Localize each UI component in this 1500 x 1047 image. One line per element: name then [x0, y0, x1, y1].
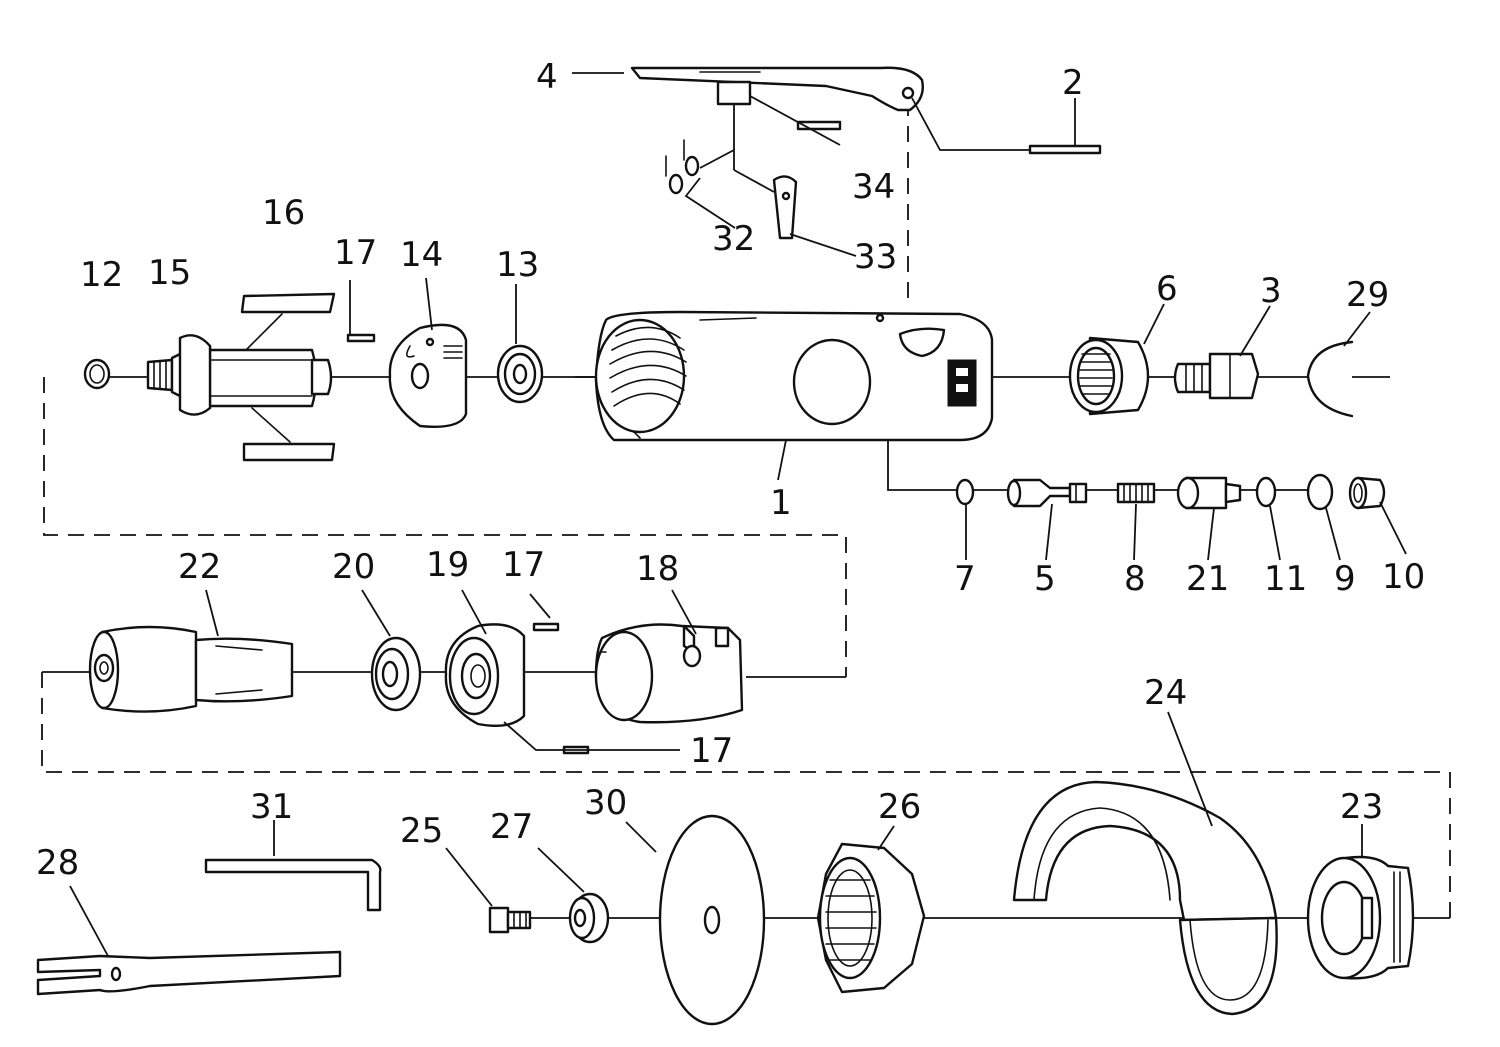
o-ring — [1255, 476, 1277, 508]
front-bearing — [370, 636, 422, 712]
label-23: 23 — [1340, 787, 1383, 827]
label-21: 21 — [1186, 559, 1229, 599]
motor-housing — [594, 310, 994, 442]
label-25: 25 — [400, 811, 443, 851]
label-14: 14 — [400, 235, 443, 275]
rotor — [146, 292, 336, 462]
rear-bearing — [496, 344, 544, 404]
cut-off-wheel — [658, 814, 766, 1026]
label-18: 18 — [636, 549, 679, 589]
label-17: 17 — [334, 233, 377, 273]
wheel-guard — [1012, 780, 1278, 1016]
trigger-lever — [630, 66, 924, 170]
label-27: 27 — [490, 807, 533, 847]
spanner-wrench — [36, 950, 342, 996]
filter-screen — [1306, 340, 1354, 418]
air-inlet-fitting — [1173, 352, 1260, 400]
label-17b: 17 — [502, 545, 545, 585]
label-5: 5 — [1034, 559, 1056, 599]
wheel-adapter — [1306, 855, 1415, 980]
label-15: 15 — [148, 253, 191, 293]
lock-nut — [816, 842, 926, 994]
label-13: 13 — [496, 245, 539, 285]
o-ring-large — [1306, 473, 1334, 511]
label-11: 11 — [1264, 559, 1307, 599]
rear-end-plate — [388, 323, 468, 428]
roll-pin — [346, 333, 376, 343]
valve-spring — [1116, 482, 1156, 504]
front-end-plate — [444, 623, 526, 727]
wheel-screw — [488, 906, 532, 934]
throttle-valve — [1006, 478, 1088, 508]
label-1: 1 — [770, 483, 792, 523]
label-19: 19 — [426, 545, 469, 585]
valve-cap — [1348, 476, 1386, 510]
label-7: 7 — [954, 559, 976, 599]
label-10: 10 — [1382, 557, 1425, 597]
inlet-bushing — [1068, 336, 1150, 416]
lever-pin — [1028, 144, 1102, 155]
o-ring-small — [955, 478, 975, 506]
label-29: 29 — [1346, 275, 1389, 315]
label-3: 3 — [1260, 271, 1282, 311]
label-20: 20 — [332, 547, 375, 587]
flange-washer — [568, 892, 610, 944]
label-28: 28 — [36, 843, 79, 883]
label-34: 34 — [852, 167, 895, 207]
safety-lock — [733, 169, 857, 257]
hex-key — [204, 858, 382, 912]
label-22: 22 — [178, 547, 221, 587]
label-33: 33 — [854, 237, 897, 277]
valve-bushing — [1176, 476, 1242, 510]
label-30: 30 — [584, 783, 627, 823]
label-2: 2 — [1062, 63, 1084, 103]
label-17c: 17 — [690, 731, 733, 771]
trigger-pin — [796, 120, 842, 131]
label-26: 26 — [878, 787, 921, 827]
lever-springs — [665, 139, 736, 229]
label-16: 16 — [262, 193, 305, 233]
cylinder — [594, 623, 744, 724]
label-24: 24 — [1144, 673, 1187, 713]
label-8: 8 — [1124, 559, 1146, 599]
roll-pin-upper — [532, 622, 560, 632]
retaining-ring — [83, 358, 111, 390]
collet-spindle — [88, 625, 294, 713]
label-9: 9 — [1334, 559, 1356, 599]
label-6: 6 — [1156, 269, 1178, 309]
label-4: 4 — [536, 57, 558, 97]
label-12: 12 — [80, 255, 123, 295]
label-32: 32 — [712, 219, 755, 259]
callout-labels: 4 2 34 32 33 16 17 14 13 12 15 6 3 29 1 … — [36, 57, 1425, 883]
label-31: 31 — [250, 787, 293, 827]
